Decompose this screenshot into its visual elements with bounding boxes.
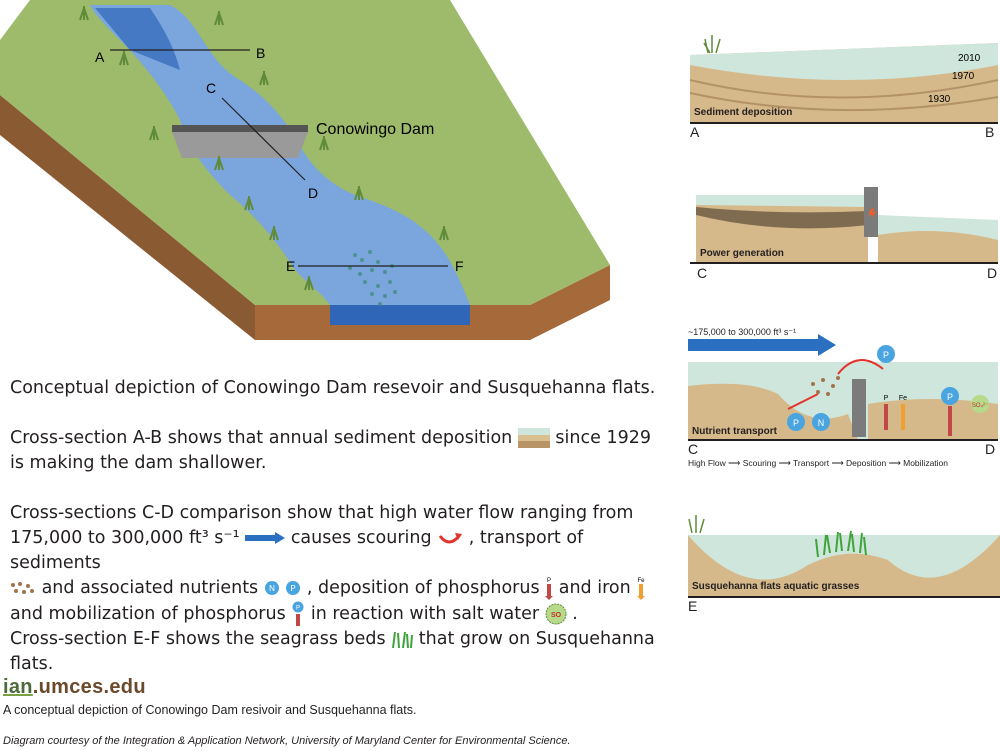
- p4-text-b: that grow on Susquehanna: [418, 629, 655, 649]
- nutrient-right-label: D: [985, 441, 996, 457]
- p3-text-c: causes scouring: [290, 528, 432, 548]
- flow-step-1: High Flow: [688, 458, 726, 468]
- scouring-arrow-icon: [438, 533, 463, 544]
- paragraph-ef: Cross-section E-F shows the seagrass bed…: [10, 627, 670, 677]
- phosphorus-icon: P: [286, 581, 301, 595]
- flow-step-4: Deposition: [846, 458, 887, 468]
- label-e: E: [286, 258, 295, 274]
- nutrient-p-2: P: [883, 350, 889, 360]
- label-f: F: [455, 258, 464, 274]
- phosphorus-mobilization-icon: P: [292, 601, 304, 626]
- panel-power-generation: Power generation: [690, 187, 998, 264]
- p3-text-i: in reaction with salt water: [310, 604, 540, 624]
- p3-text-h: and mobilization of phosphorus: [10, 604, 286, 624]
- svg-text:P: P: [547, 578, 551, 584]
- svg-text:N: N: [269, 584, 275, 593]
- label-a: A: [95, 49, 105, 65]
- label-d: D: [308, 185, 318, 201]
- ab-year-1970: 1970: [952, 71, 975, 82]
- power-title: Power generation: [700, 248, 784, 259]
- sediment-layer-icon: [517, 428, 550, 448]
- nutrient-so4: SO₄²⁻: [972, 403, 988, 409]
- river-deep: [95, 8, 180, 70]
- high-flow-arrow-icon: [245, 532, 286, 544]
- figure-credit: Diagram courtesy of the Integration & Ap…: [3, 735, 571, 747]
- logo-ian: ian: [3, 676, 33, 698]
- nutrient-left-label: C: [688, 441, 699, 457]
- ef-title: Susquehanna flats aquatic grasses: [692, 581, 860, 592]
- salt-water-sulfate-icon: SO: [545, 603, 567, 625]
- river-front: [330, 305, 470, 325]
- nutrient-p-3: P: [884, 395, 889, 402]
- ab-title: Sediment deposition: [694, 107, 792, 118]
- p3-text-j: .: [572, 604, 578, 624]
- p2-text-a: Cross-section A-B shows that annual sedi…: [10, 428, 513, 448]
- p3-text-g: and iron: [558, 578, 631, 598]
- dam-top: [172, 125, 308, 132]
- power-left-label: C: [697, 265, 708, 281]
- p4-text-c: flats.: [10, 654, 54, 674]
- p3-text-e: and associated nutrients: [41, 578, 259, 598]
- panel-aquatic-grasses: Susquehanna flats aquatic grasses: [688, 515, 1000, 598]
- p3-text-a: Cross-sections C-D comparison show that …: [10, 503, 634, 523]
- sediment-dots-icon: [11, 582, 34, 594]
- p2-text-b: since 1929: [555, 428, 651, 448]
- ab-year-1930: 1930: [928, 94, 951, 105]
- figure-caption: A conceptual depiction of Conowingo Dam …: [3, 703, 417, 717]
- panel-sediment-deposition: Sediment deposition 2010 1970 1930: [689, 35, 999, 124]
- paragraph-ab: Cross-section A-B shows that annual sedi…: [10, 426, 670, 476]
- flow-sequence: High Flow ⟶ Scouring ⟶ Transport ⟶ Depos…: [688, 458, 949, 468]
- p2-text-c: is making the dam shallower.: [10, 453, 267, 473]
- ab-left-label: A: [690, 124, 700, 140]
- label-c: C: [206, 80, 216, 96]
- paragraph-cd: Cross-sections C-D comparison show that …: [10, 501, 670, 627]
- logo-rest: .umces.edu: [32, 676, 146, 698]
- ab-right-label: B: [985, 124, 995, 140]
- reservoir-block-diagram: A B C D E F Conowingo Dam: [0, 0, 610, 340]
- ef-left-label: E: [688, 598, 698, 614]
- svg-text:SO: SO: [551, 612, 562, 619]
- phosphorus-deposition-icon: P: [545, 578, 554, 600]
- svg-text:P: P: [291, 584, 296, 593]
- grass-tufts: [79, 6, 449, 291]
- section-line-cd: [221, 97, 306, 181]
- nutrient-title: Nutrient transport: [692, 426, 778, 437]
- p3-text-d: , transport of sediments: [10, 528, 584, 573]
- seagrass-icon: [392, 631, 414, 648]
- nutrient-p-4: P: [947, 392, 953, 402]
- nutrient-flow-label: ~175,000 to 300,000 ft³ s⁻¹: [688, 327, 797, 337]
- p4-text-a: Cross-section E-F shows the seagrass bed…: [10, 629, 386, 649]
- ian-logo[interactable]: ian.umces.edu: [3, 676, 146, 699]
- panel-nutrient-transport: P N P P Fe P SO₄²⁻ Nutrient transport: [688, 334, 998, 441]
- iron-deposition-icon: Fe: [637, 578, 646, 600]
- svg-text:P: P: [296, 606, 300, 612]
- flow-step-2: Scouring: [742, 458, 777, 468]
- dam-label: Conowingo Dam: [316, 121, 434, 138]
- p3-text-f: , deposition of phosphorus: [306, 578, 540, 598]
- power-right-label: D: [987, 265, 998, 281]
- nitrogen-icon: N: [264, 581, 279, 595]
- flow-step-3: Transport: [793, 458, 830, 468]
- p3-text-b: 175,000 to 300,000 ft³ s⁻¹: [10, 528, 240, 548]
- ab-year-2010: 2010: [958, 53, 981, 64]
- paragraph-intro: Conceptual depiction of Conowingo Dam re…: [10, 378, 656, 398]
- dam-face: [172, 132, 308, 158]
- nutrient-n: N: [818, 418, 825, 428]
- nutrient-p-1: P: [793, 418, 799, 428]
- soil-left-face: [0, 95, 255, 340]
- label-b: B: [256, 45, 265, 61]
- flow-step-5: Mobilization: [903, 458, 949, 468]
- nutrient-fe: Fe: [899, 395, 907, 402]
- svg-text:Fe: Fe: [638, 578, 646, 584]
